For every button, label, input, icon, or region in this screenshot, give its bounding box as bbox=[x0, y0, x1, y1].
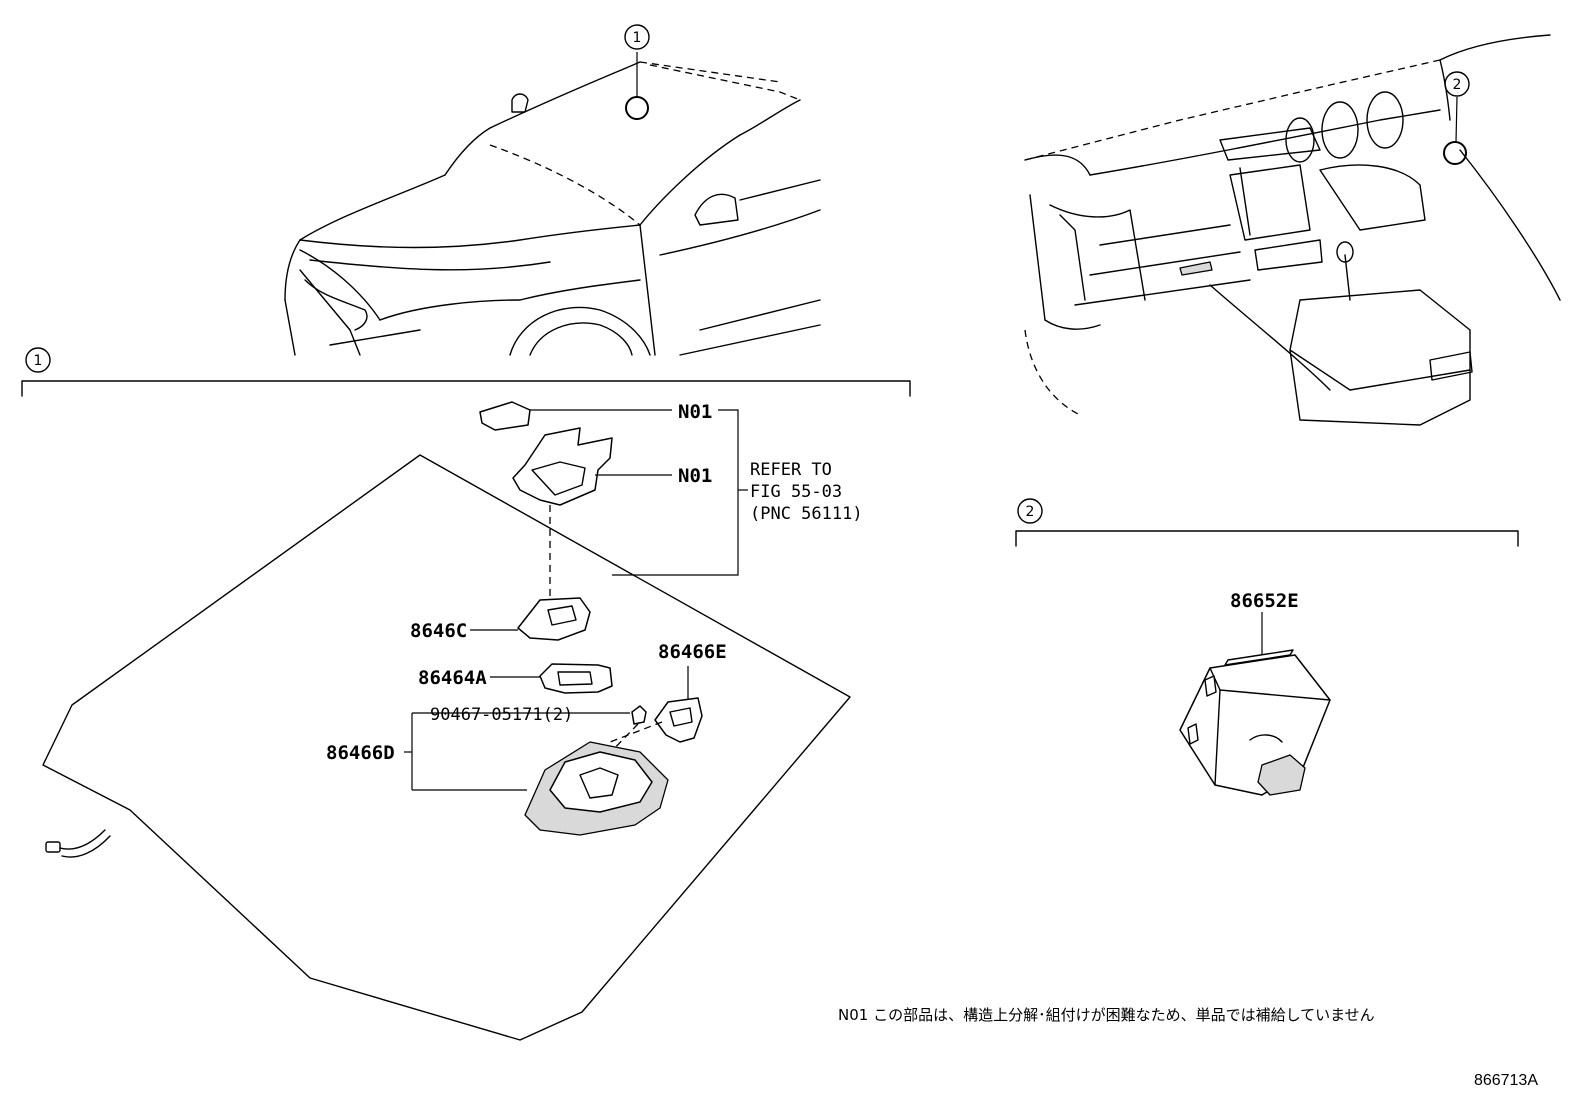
reference-line-2: FIG 55-03 bbox=[750, 482, 842, 502]
label-86464a: 86464A bbox=[418, 667, 487, 689]
part-n01-bracket bbox=[512, 427, 672, 600]
callout-1-car: 1 bbox=[624, 24, 650, 50]
reference-line-1: REFER TO bbox=[750, 460, 832, 480]
part-86466d-housing bbox=[412, 741, 669, 836]
reference-line-3: (PNC 56111) bbox=[750, 504, 863, 524]
section-number: 1 bbox=[34, 353, 43, 369]
footnote-n01: N01 この部品は、構造上分解･組付けが困難なため、単品では補給していません bbox=[838, 1006, 1375, 1024]
part-n01-cover bbox=[479, 401, 672, 431]
section-number: 2 bbox=[1026, 504, 1035, 520]
windshield-glass bbox=[42, 454, 851, 1041]
label-86466e: 86466E bbox=[658, 641, 727, 663]
dashboard-interior-view bbox=[1024, 34, 1561, 426]
part-86464a bbox=[490, 663, 613, 694]
part-8646c bbox=[470, 597, 591, 641]
label-86652e: 86652E bbox=[1230, 590, 1299, 612]
callout-number: 1 bbox=[633, 30, 642, 46]
label-n01-b: N01 bbox=[678, 465, 712, 487]
car-exterior-view bbox=[284, 52, 821, 356]
part-86652e-module bbox=[1179, 612, 1331, 796]
label-n01-a: N01 bbox=[678, 401, 712, 423]
section-2-bracket: 2 bbox=[1015, 498, 1519, 547]
part-86466e bbox=[609, 666, 703, 743]
section-1-bracket: 1 bbox=[21, 347, 911, 397]
reference-bracket bbox=[612, 409, 739, 576]
illustration-code: 866713A bbox=[1474, 1072, 1538, 1089]
callout-number: 2 bbox=[1453, 77, 1462, 93]
label-90467-05171: 90467-05171(2) bbox=[430, 705, 573, 725]
label-86466d: 86466D bbox=[326, 742, 395, 764]
label-8646c: 8646C bbox=[410, 620, 467, 642]
callout-2-dashboard: 2 bbox=[1444, 71, 1470, 97]
